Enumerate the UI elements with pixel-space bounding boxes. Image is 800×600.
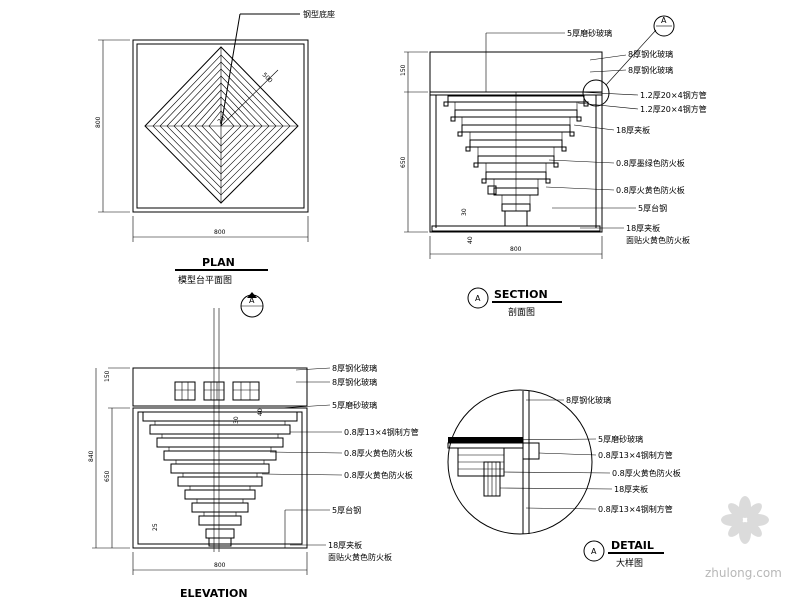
section-dim-b: 40 xyxy=(467,236,474,244)
section-detail-circle xyxy=(582,79,610,107)
elevation-dimension-horizontal: 800 xyxy=(132,552,308,575)
elevation-label-5: 0.8厚火黄色防火板 xyxy=(344,448,413,458)
section-label-11: 面贴火黄色防火板 xyxy=(626,235,690,245)
section-label-3: 8厚钢化玻璃 xyxy=(628,65,673,75)
plan-subtitle: 模型台平面图 xyxy=(178,274,232,286)
elevation-inner-frame xyxy=(137,411,303,545)
plan-dimension-vertical: 800 xyxy=(95,39,130,213)
elevation-top-box xyxy=(132,367,308,407)
section-dimension-horizontal: 800 xyxy=(429,236,603,259)
detail-marker-letter: A xyxy=(591,547,597,556)
section-detail-marker xyxy=(653,15,675,37)
plan-callout-leader xyxy=(220,13,241,127)
detail-subtitle: 大样图 xyxy=(616,557,643,569)
plan-view: 钢型底座 500 20 800 800 PLAN 模型台平面图 xyxy=(95,9,335,286)
section-label-6: 18厚夹板 xyxy=(616,125,650,135)
elevation-main-frame xyxy=(132,407,308,549)
detail-label-5: 18厚夹板 xyxy=(614,484,648,494)
section-label-4: 1.2厚20×4钢方管 xyxy=(640,90,707,100)
svg-text:A: A xyxy=(661,16,667,25)
section-label-8: 0.8厚火黄色防火板 xyxy=(616,185,685,195)
section-label-5: 1.2厚20×4钢方管 xyxy=(640,104,707,114)
section-base-plate xyxy=(431,225,601,232)
watermark-flower-icon xyxy=(721,496,769,544)
elevation-dim-a: 30 xyxy=(233,416,240,424)
detail-label-1: 8厚钢化玻璃 xyxy=(566,395,611,405)
elevation-label-6: 0.8厚火黄色防火板 xyxy=(344,470,413,480)
detail-title: DETAIL xyxy=(611,539,654,552)
section-label-1: 5厚磨砂玻璃 xyxy=(567,28,612,38)
svg-text:800: 800 xyxy=(214,229,226,236)
elevation-dim-c: 25 xyxy=(152,523,159,531)
detail-marker-circle xyxy=(583,540,605,562)
svg-text:800: 800 xyxy=(214,562,226,569)
elevation-view: A 8厚钢化玻璃 8厚钢化玻璃 5厚磨砂玻璃 0.8厚13×4钢制方管 0.8厚… xyxy=(88,292,419,600)
section-label-9: 5厚台钢 xyxy=(638,203,667,213)
plan-outer-frame xyxy=(132,39,309,213)
detail-leaders xyxy=(499,399,613,510)
section-label-10: 18厚夹板 xyxy=(626,223,660,233)
elevation-label-7: 5厚台钢 xyxy=(332,505,361,515)
detail-frosted-glass xyxy=(448,437,523,443)
section-dimension-vertical: 150 650 xyxy=(400,51,428,233)
section-subtitle: 剖面图 xyxy=(508,306,535,318)
section-view: A 5厚磨砂玻璃 8厚钢化玻璃 8厚钢化玻璃 1.2厚20×4钢方管 1.2厚2… xyxy=(400,15,707,318)
detail-steel-tube xyxy=(522,442,540,460)
plan-stepped-diamond xyxy=(144,46,299,204)
elevation-stepped-pyramid xyxy=(142,411,298,547)
detail-label-4: 0.8厚火黄色防火板 xyxy=(612,468,681,478)
watermark: zhulong.com xyxy=(705,496,782,580)
elevation-title: ELEVATION xyxy=(180,587,248,600)
section-label-7: 0.8厚墨绿色防火板 xyxy=(616,158,685,168)
detail-circle xyxy=(447,389,593,535)
section-title: SECTION xyxy=(494,288,548,301)
elevation-label-3: 5厚磨砂玻璃 xyxy=(332,400,377,410)
elevation-label-4: 0.8厚13×4钢制方管 xyxy=(344,427,419,437)
detail-view: 8厚钢化玻璃 5厚磨砂玻璃 0.8厚13×4钢制方管 0.8厚火黄色防火板 18… xyxy=(447,389,681,569)
section-label-2: 8厚钢化玻璃 xyxy=(628,49,673,59)
svg-text:650: 650 xyxy=(104,470,111,482)
plan-dim-diagonal: 500 xyxy=(261,71,274,84)
section-marker-circle xyxy=(467,287,489,309)
elevation-label-9: 面贴火黄色防火板 xyxy=(328,552,392,562)
detail-label-6: 0.8厚13×4钢制方管 xyxy=(598,504,673,514)
elevation-label-2: 8厚钢化玻璃 xyxy=(332,377,377,387)
svg-text:840: 840 xyxy=(88,450,95,462)
svg-text:800: 800 xyxy=(95,116,102,128)
svg-text:650: 650 xyxy=(400,156,407,168)
detail-label-2: 5厚磨砂玻璃 xyxy=(598,434,643,444)
elevation-dimension-vertical: 840 150 650 xyxy=(88,367,130,549)
elevation-label-1: 8厚钢化玻璃 xyxy=(332,363,377,373)
plan-title: PLAN xyxy=(202,256,235,269)
elevation-top-windows xyxy=(174,381,260,401)
detail-label-3: 0.8厚13×4钢制方管 xyxy=(598,450,673,460)
plan-dim-inner: 20 xyxy=(216,115,226,125)
section-marker-letter: A xyxy=(475,294,481,303)
svg-text:800: 800 xyxy=(510,246,522,253)
svg-text:150: 150 xyxy=(400,64,407,76)
elevation-label-8: 18厚夹板 xyxy=(328,540,362,550)
elevation-marker-arrow xyxy=(247,292,257,298)
svg-text:150: 150 xyxy=(104,370,111,382)
elevation-dim-b: 40 xyxy=(257,408,264,416)
section-leaders xyxy=(485,32,639,229)
plan-inner-frame xyxy=(136,43,305,209)
plan-callout-label: 钢型底座 xyxy=(303,9,335,19)
plan-dimension-horizontal: 800 xyxy=(132,216,309,242)
elevation-leaders xyxy=(261,367,343,548)
elevation-marker-letter: A xyxy=(249,296,255,305)
watermark-text: zhulong.com xyxy=(705,566,782,580)
section-dim-a: 30 xyxy=(461,208,468,216)
section-outer-frame xyxy=(429,51,603,233)
